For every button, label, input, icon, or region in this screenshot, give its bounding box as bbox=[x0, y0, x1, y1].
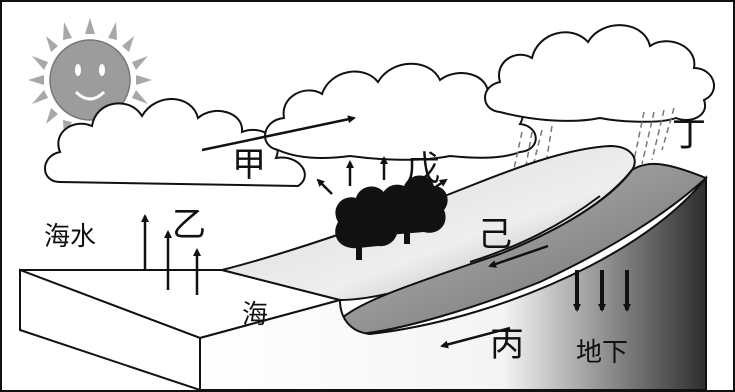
label-jia: 甲 bbox=[232, 145, 266, 185]
label-ji: 己 bbox=[478, 215, 512, 255]
arrow-ji bbox=[488, 244, 549, 268]
arrows-underground bbox=[573, 270, 631, 312]
label-ding: 丁 bbox=[672, 115, 706, 155]
ground-block bbox=[199, 175, 707, 391]
arrows bbox=[141, 115, 549, 349]
label-sea: 海 bbox=[242, 300, 269, 330]
arrow-jia bbox=[201, 115, 356, 152]
label-yi: 乙 bbox=[172, 205, 206, 245]
cloud-right bbox=[484, 24, 715, 123]
cloud-left bbox=[44, 98, 306, 188]
label-bing: 丙 bbox=[490, 325, 524, 365]
label-seawater: 海水 bbox=[44, 222, 97, 252]
label-underground: 地下 bbox=[576, 338, 629, 368]
arrow-transpiration-1 bbox=[316, 178, 333, 195]
arrow-transpiration-4 bbox=[427, 178, 448, 194]
label-wu: 戊 bbox=[406, 149, 440, 189]
arrow-bing bbox=[440, 326, 511, 349]
river-channel bbox=[469, 195, 601, 263]
